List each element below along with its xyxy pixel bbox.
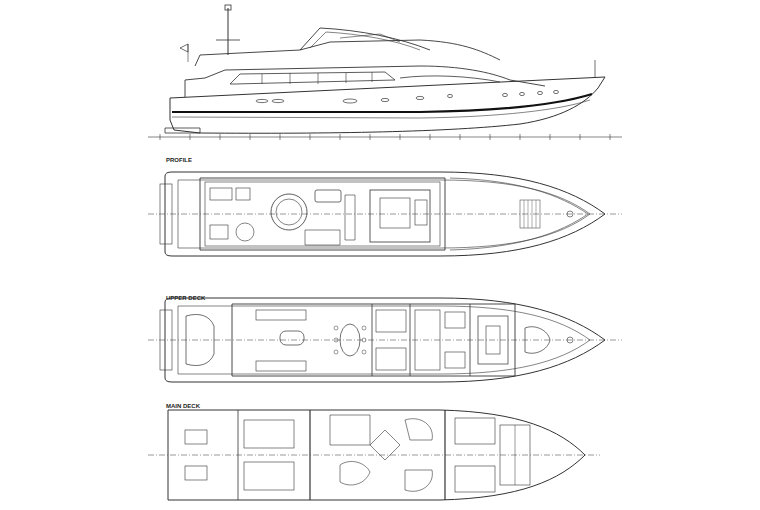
profile-view (148, 5, 622, 140)
view-title: UPPER DECK (166, 295, 205, 301)
upper-deck-plan (148, 172, 622, 256)
main-deck-plan (148, 298, 622, 382)
lower-deck-plan (148, 410, 600, 500)
view-title: PROFILE (166, 157, 192, 163)
view-title: MAIN DECK (166, 403, 200, 409)
